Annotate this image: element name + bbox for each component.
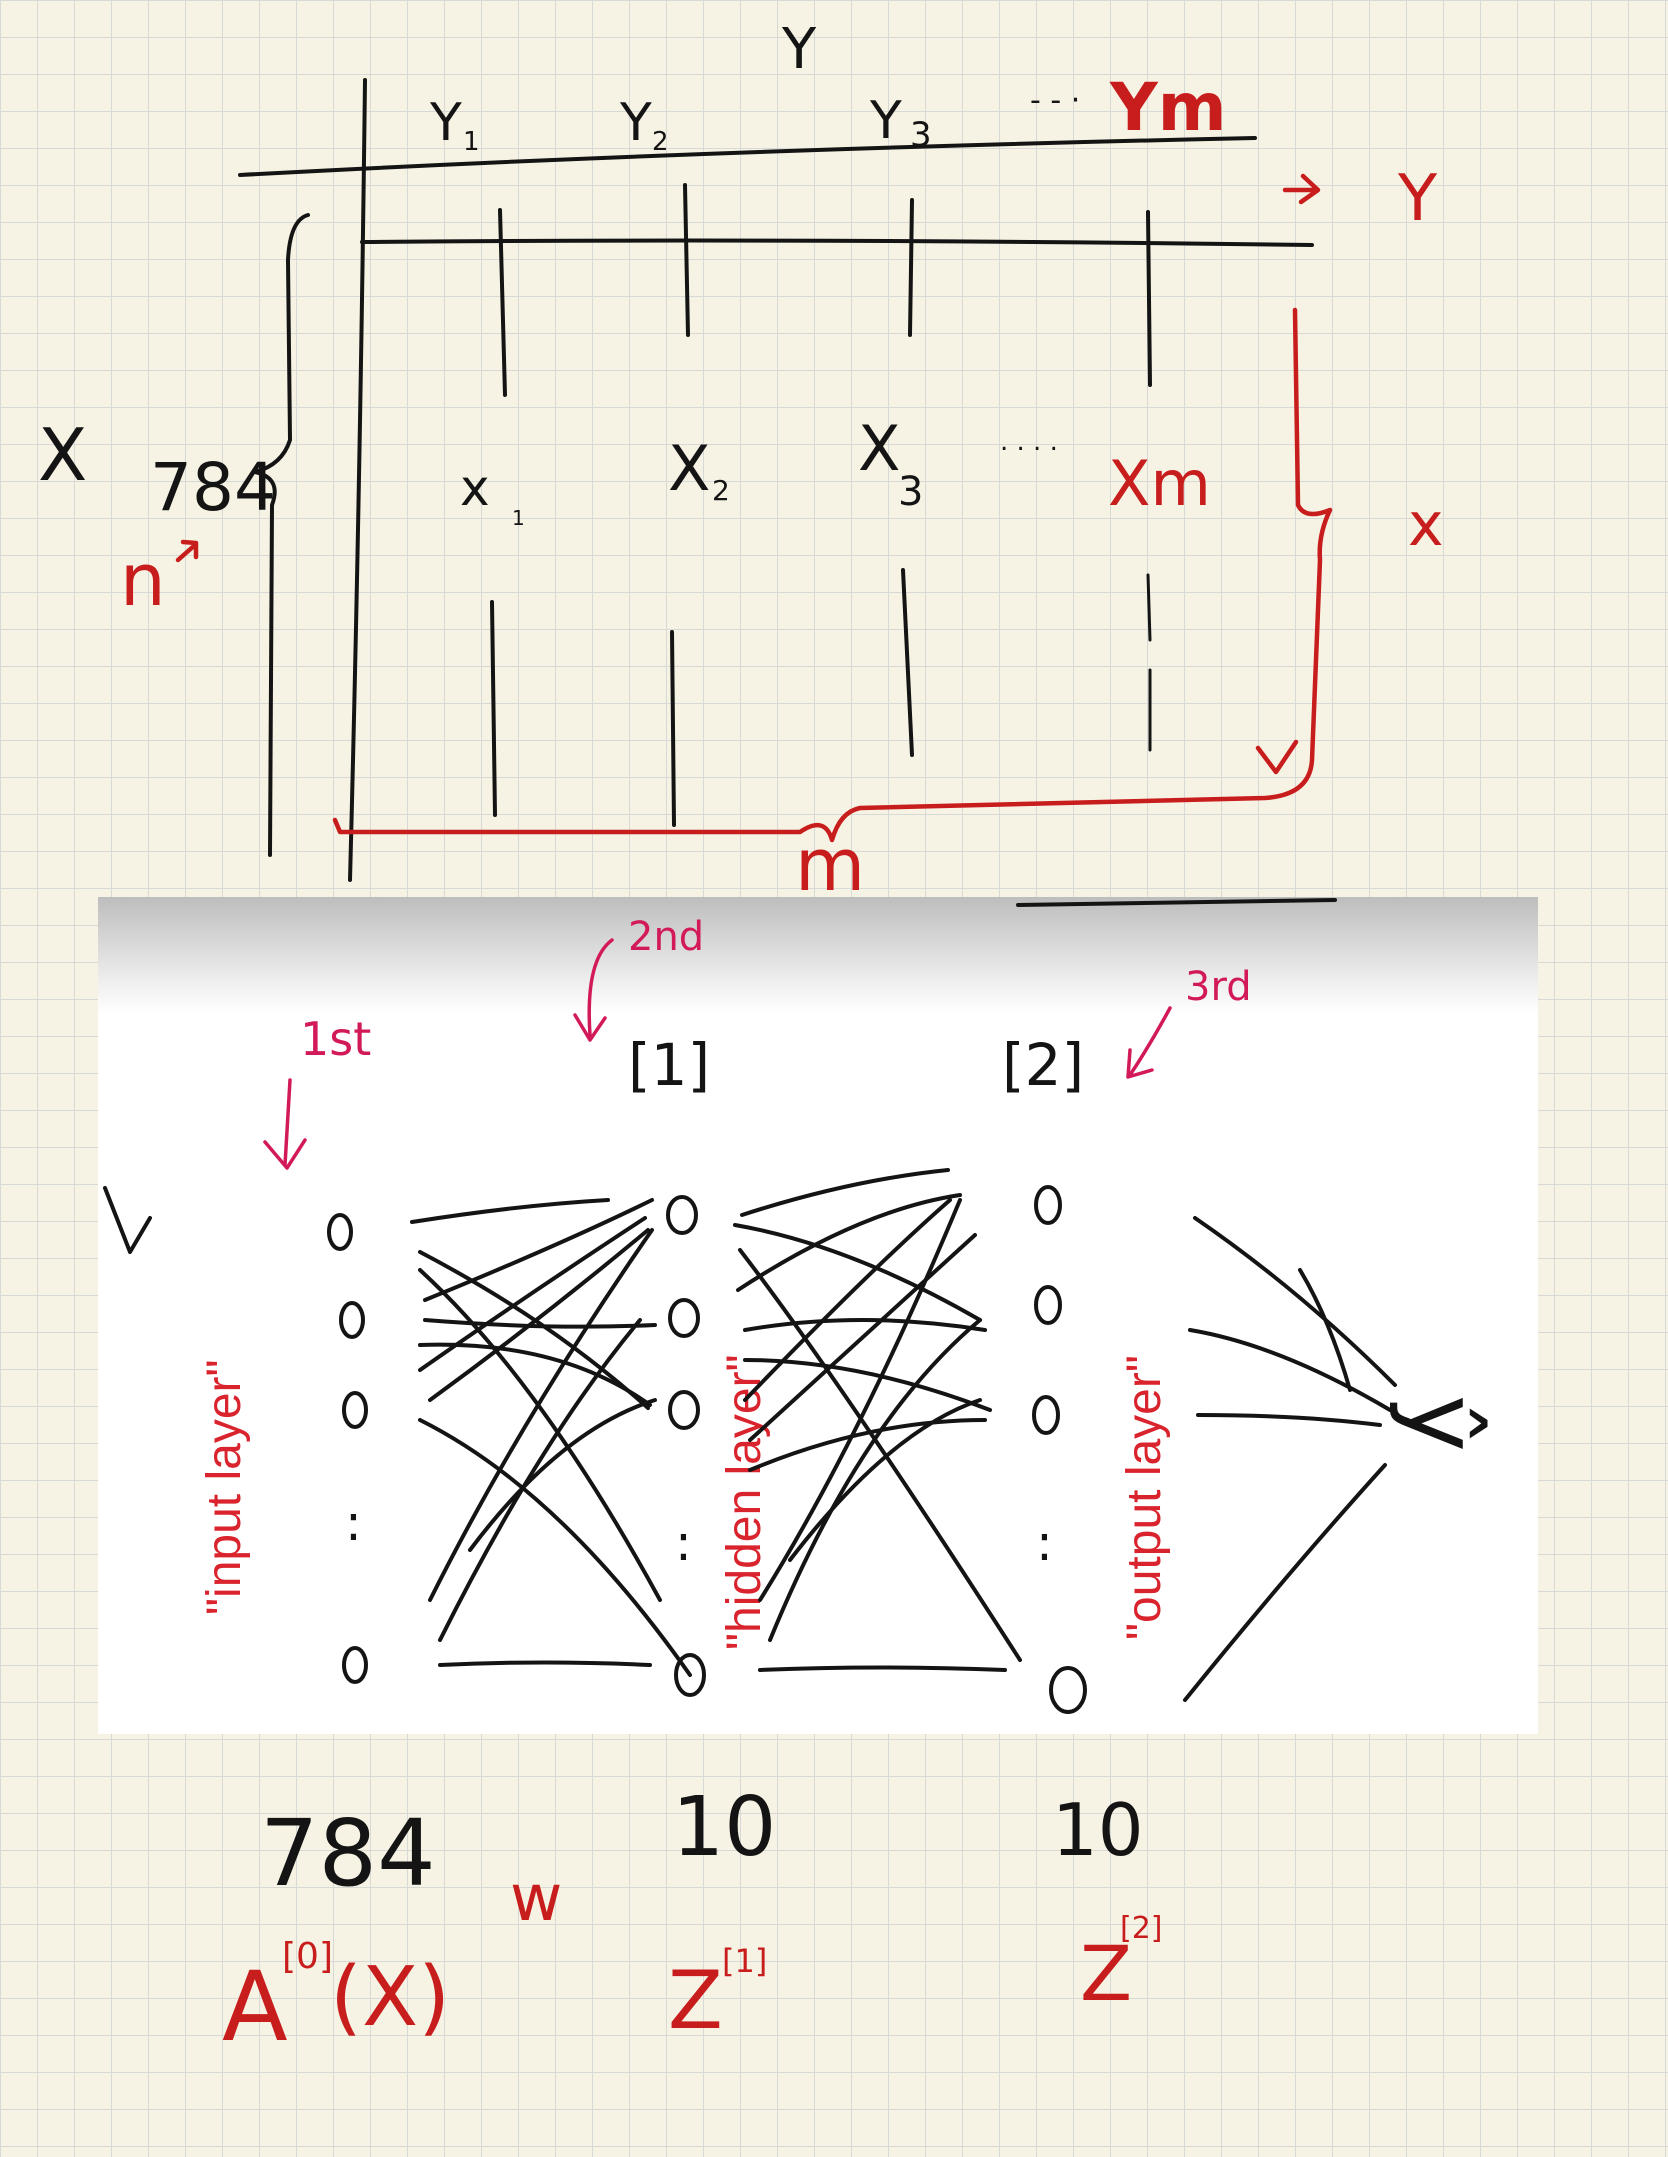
network-screenshot: "input layer" "hidden layer" "output lay… xyxy=(98,897,1538,1734)
tag-3rd-arrow xyxy=(1126,1006,1172,1079)
x-col-stroke xyxy=(1146,573,1152,752)
x-col-label-m: Xm xyxy=(1108,447,1211,520)
input-size: 784 xyxy=(260,1800,436,1907)
x-col-stroke xyxy=(908,198,914,337)
hidden-node xyxy=(668,1390,700,1430)
y-matrix-dots: - - · xyxy=(1030,83,1080,118)
weight-label: w xyxy=(510,1862,562,1936)
tag-1st: 1st xyxy=(300,1012,371,1066)
z1-sup: [1] xyxy=(722,1942,767,1980)
tag-2nd-arrow xyxy=(573,938,614,1042)
layer-bracket-1: [1] xyxy=(628,1031,710,1099)
y-matrix-col-2: Y 2 xyxy=(619,93,669,157)
connections-hidden-output xyxy=(733,1168,1022,1672)
a0-sup: [0] xyxy=(282,1936,333,1977)
output-node xyxy=(1032,1395,1060,1435)
y-matrix-rule xyxy=(238,136,1257,177)
output-nodes: : xyxy=(1032,1185,1087,1714)
screenshot-top-rule xyxy=(1016,898,1337,907)
y-col-label-2: Y xyxy=(619,93,652,153)
x-rows-note: n xyxy=(120,538,166,622)
row-brace xyxy=(253,213,310,857)
hidden-node xyxy=(668,1298,700,1338)
y-col-label-1: Y xyxy=(429,93,462,153)
connections-output-yhat xyxy=(1183,1216,1397,1702)
layer-bracket-2: [2] xyxy=(1002,1031,1084,1099)
y-col-sub-1: 1 xyxy=(463,127,480,157)
y-col-sub-2: 2 xyxy=(652,127,669,157)
input-node xyxy=(327,1213,353,1251)
output-size: 10 xyxy=(1052,1788,1144,1872)
screenshot-panel xyxy=(98,897,1538,1734)
x-matrix-top-rule xyxy=(360,238,1314,247)
output-layer-caption: "output layer" xyxy=(1118,1355,1171,1640)
layer-sizes: 784 10 10 xyxy=(260,1780,1144,1907)
x-col-stroke xyxy=(1146,210,1152,387)
output-ellipsis: : xyxy=(1036,1514,1053,1572)
input-node xyxy=(342,1646,368,1684)
x-row-var: X xyxy=(38,413,87,497)
x-side-label: x xyxy=(1408,490,1444,560)
screenshot-edge-mark xyxy=(103,1186,152,1254)
x-matrix-dots: . . . . xyxy=(1000,427,1058,457)
x-col-stroke xyxy=(670,630,676,827)
x-col-stroke xyxy=(683,183,690,337)
y-col-sub-3: 3 xyxy=(910,115,932,155)
z1-main: Z xyxy=(668,1954,723,2047)
y-arrow-label: Y xyxy=(1397,162,1438,236)
y-col-label-3: Y xyxy=(869,91,902,151)
x-col-label-2: X xyxy=(668,432,710,505)
output-node xyxy=(1034,1185,1062,1225)
m-bracket-arrow xyxy=(1255,739,1299,775)
a0-arg: (X) xyxy=(330,1950,450,2045)
y-col-label-m: Ym xyxy=(1109,69,1227,146)
hidden-nodes: : xyxy=(666,1195,706,1697)
x-col-stroke xyxy=(498,208,507,397)
x-col-stroke xyxy=(490,600,497,817)
x-col-sub-3: 3 xyxy=(898,469,923,515)
x-col-sub-2: 2 xyxy=(712,474,730,507)
z2-sup: [2] xyxy=(1120,1911,1163,1946)
x-rows-note-arrow xyxy=(175,539,199,563)
x-matrix-left-rule xyxy=(348,78,367,882)
input-node xyxy=(339,1301,365,1339)
x-col-sub-1: 1 xyxy=(512,506,525,530)
hidden-size: 10 xyxy=(672,1780,776,1875)
tag-2nd: 2nd xyxy=(628,914,704,960)
tag-3rd: 3rd xyxy=(1185,964,1252,1010)
output-node xyxy=(1034,1285,1062,1325)
y-matrix: Y Y 1 Y 2 Y 3 - - · Ym Y xyxy=(238,17,1438,236)
m-bracket xyxy=(332,307,1333,843)
output-node xyxy=(1049,1666,1087,1714)
x-m-label: m xyxy=(795,823,865,907)
hidden-layer-caption: "hidden layer" xyxy=(718,1354,771,1650)
x-col-label-1: x xyxy=(460,459,490,517)
y-arrow xyxy=(1282,173,1321,205)
input-nodes: : xyxy=(327,1213,368,1684)
x-matrix: x 1 X 2 X 3 . . . . Xm X 784 n m x xyxy=(38,78,1444,907)
hidden-node xyxy=(674,1653,706,1697)
hidden-ellipsis: : xyxy=(675,1514,692,1572)
input-layer-caption: "input layer" xyxy=(198,1359,251,1615)
tag-1st-arrow xyxy=(263,1078,307,1170)
input-ellipsis: : xyxy=(345,1494,362,1552)
y-hat-symbol: ŷ xyxy=(1387,1395,1499,1452)
y-matrix-title: Y xyxy=(781,17,817,82)
z2-main: Z xyxy=(1080,1929,1132,2018)
x-rows-label: 784 xyxy=(150,449,276,526)
layer-variables: A [0] (X) w Z [1] Z [2] xyxy=(222,1862,1163,2063)
hidden-node xyxy=(666,1195,698,1235)
connections-input-hidden xyxy=(410,1198,692,1677)
a0-main: A xyxy=(222,1951,288,2063)
y-matrix-col-1: Y 1 xyxy=(429,93,480,157)
input-node xyxy=(342,1391,368,1429)
x-col-label-3: X xyxy=(858,412,900,485)
x-col-stroke xyxy=(901,568,914,757)
